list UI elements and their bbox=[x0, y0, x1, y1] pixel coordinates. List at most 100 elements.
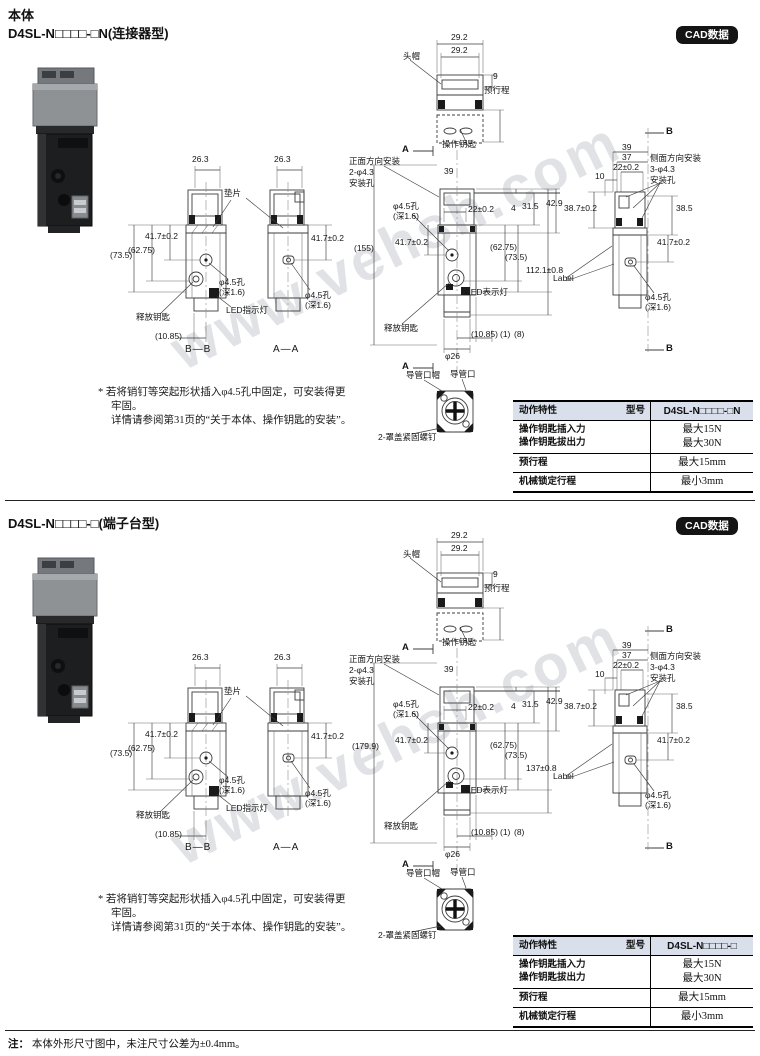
dim-41-7: 41.7±0.2 bbox=[395, 237, 429, 247]
dim-22: 22±0.2 bbox=[468, 204, 494, 214]
dim-pre-travel: 预行程 bbox=[484, 85, 510, 95]
dim-41-7: 41.7±0.2 bbox=[657, 237, 691, 247]
dim-spacer: 垫片 bbox=[224, 188, 242, 198]
dim-41-7: 41.7±0.2 bbox=[311, 731, 345, 741]
dim-cover-screws: 2-罩盖紧固螺钉 bbox=[378, 432, 437, 442]
section-divider bbox=[5, 500, 755, 501]
dim-led-indicator: LED指示灯 bbox=[226, 803, 269, 813]
dim-38-7: 38.7±0.2 bbox=[564, 203, 598, 213]
dim-side-mount-3: 安装孔 bbox=[650, 673, 676, 683]
cad-data-badge[interactable]: CAD数据 bbox=[676, 517, 738, 535]
dim-front-mount-2: 2-φ4.3 bbox=[349, 167, 374, 177]
dim-10-85: (10.85) bbox=[471, 827, 498, 837]
view-side bbox=[565, 128, 678, 352]
dim-hole-depth: (深1.6) bbox=[393, 709, 419, 719]
dim-led-display: LED表示灯 bbox=[466, 287, 509, 297]
caption-b-b: B—B bbox=[185, 842, 212, 853]
dim-spacer: 垫片 bbox=[224, 686, 242, 696]
dim-29-2: 29.2 bbox=[451, 45, 468, 55]
row-label-line: 操作钥匙插入力 bbox=[519, 959, 586, 971]
dim-41-7: 41.7±0.2 bbox=[395, 735, 429, 745]
dim-side-mount-2: 3-φ4.3 bbox=[650, 164, 675, 174]
dim-1: (1) bbox=[500, 827, 511, 837]
dim-body-height: 112.1±0.8 bbox=[526, 265, 564, 275]
dim-operation-key: 操作钥匙 bbox=[442, 139, 477, 149]
dim-37: 37 bbox=[622, 152, 632, 162]
dim-led-indicator: LED指示灯 bbox=[226, 305, 269, 315]
row-value: 最大15N 最大30N bbox=[650, 421, 753, 453]
dim-phi26: φ26 bbox=[445, 351, 460, 361]
page-title: 本体 bbox=[8, 8, 35, 23]
note-line: * 若将销钉等突起形状插入φ4.5孔中固定，可安装得更 bbox=[98, 387, 346, 398]
dim-8: (8) bbox=[514, 329, 525, 339]
dim-29-2: 29.2 bbox=[451, 32, 468, 42]
caption-a-a: A—A bbox=[273, 842, 300, 853]
row-value: 最小3mm bbox=[650, 472, 753, 492]
table-row: 操作钥匙插入力 操作钥匙拔出力 最大15N 最大30N bbox=[513, 420, 753, 453]
row-value: 最大15mm bbox=[650, 453, 753, 472]
dim-9: 9 bbox=[493, 71, 498, 81]
dim-conduit-cap: 导管口帽 bbox=[406, 370, 441, 380]
dim-1: (1) bbox=[500, 329, 511, 339]
cad-data-badge[interactable]: CAD数据 bbox=[676, 26, 738, 44]
dim-39: 39 bbox=[444, 664, 454, 674]
note-line: 牢固。 bbox=[111, 907, 143, 919]
dim-39: 39 bbox=[622, 142, 632, 152]
table-header-row: 动作特性 型号 D4SL-N□□□□-□N bbox=[513, 402, 753, 421]
mark-b: B bbox=[666, 624, 673, 635]
mark-a: A bbox=[402, 859, 409, 870]
dim-overall-height: (155) bbox=[354, 243, 374, 253]
spec-table: 动作特性 型号 D4SL-N□□□□-□N 操作钥匙插入力 操作钥匙拔出力 最大… bbox=[513, 400, 753, 494]
mark-b: B bbox=[666, 841, 673, 852]
dim-pre-travel: 预行程 bbox=[484, 583, 510, 593]
dim-10: 10 bbox=[595, 669, 605, 679]
dim-37: 37 bbox=[622, 650, 632, 660]
dim-38-5: 38.5 bbox=[676, 203, 693, 213]
dim-8: (8) bbox=[514, 827, 525, 837]
dim-hole: φ4.5孔 bbox=[305, 290, 331, 300]
dim-73-5: (73.5) bbox=[505, 750, 528, 760]
dim-4: 4 bbox=[511, 203, 516, 213]
note-line: * 若将销钉等突起形状插入φ4.5孔中固定，可安装得更 bbox=[98, 894, 346, 905]
table-row: 机械锁定行程 最小3mm bbox=[513, 471, 753, 492]
dim-hole: φ4.5孔 bbox=[219, 775, 245, 785]
view-front bbox=[370, 146, 560, 435]
dim-39: 39 bbox=[444, 166, 454, 176]
dim-release-key: 释放钥匙 bbox=[384, 323, 419, 333]
row-label: 操作钥匙插入力 操作钥匙拔出力 bbox=[513, 421, 650, 452]
dim-hole-depth: (深1.6) bbox=[305, 798, 331, 808]
row-value: 最大15mm bbox=[650, 988, 753, 1007]
dim-10-85: (10.85) bbox=[155, 829, 182, 839]
dim-hole-depth: (深1.6) bbox=[305, 300, 331, 310]
table-header-model: D4SL-N□□□□-□N bbox=[650, 402, 753, 421]
row-label: 预行程 bbox=[519, 991, 548, 1003]
dim-62-75: (62.75) bbox=[128, 245, 155, 255]
dim-hole-depth: (深1.6) bbox=[219, 785, 245, 795]
dim-conduit: 导管口 bbox=[450, 369, 476, 379]
row-label-line: 操作钥匙拔出力 bbox=[519, 436, 586, 448]
dim-phi26: φ26 bbox=[445, 849, 460, 859]
dim-42-9: 42.9 bbox=[546, 696, 563, 706]
dim-hole: φ4.5孔 bbox=[393, 699, 419, 709]
dim-overall-height: (179.9) bbox=[352, 741, 379, 751]
row-label: 机械锁定行程 bbox=[519, 475, 577, 487]
dim-front-mount-3: 安装孔 bbox=[349, 676, 375, 686]
table-header-left: 动作特性 型号 bbox=[513, 937, 650, 955]
dim-hole-depth: (深1.6) bbox=[645, 800, 671, 810]
note-line: 牢固。 bbox=[111, 400, 143, 412]
dim-22: 22±0.2 bbox=[468, 702, 494, 712]
dim-hole: φ4.5孔 bbox=[305, 788, 331, 798]
caption-b-b: B—B bbox=[185, 344, 212, 355]
spec-table: 动作特性 型号 D4SL-N□□□□-□ 操作钥匙插入力 操作钥匙拔出力 最大1… bbox=[513, 935, 753, 1029]
mark-a: A bbox=[402, 361, 409, 372]
dim-38-7: 38.7±0.2 bbox=[564, 701, 598, 711]
header-characteristics: 动作特性 bbox=[519, 940, 558, 951]
dim-9: 9 bbox=[493, 569, 498, 579]
dim-62-75: (62.75) bbox=[490, 242, 517, 252]
note-line: 详情请参阅第31页的“关于本体、操作钥匙的安装”。 bbox=[111, 414, 352, 426]
dim-10-85: (10.85) bbox=[471, 329, 498, 339]
mounting-note: * 若将销钉等突起形状插入φ4.5孔中固定，可安装得更 牢固。 详情请参阅第31… bbox=[98, 386, 351, 428]
dim-73-5: (73.5) bbox=[110, 748, 133, 758]
dim-side-mount-2: 3-φ4.3 bbox=[650, 662, 675, 672]
top-view bbox=[409, 40, 504, 147]
